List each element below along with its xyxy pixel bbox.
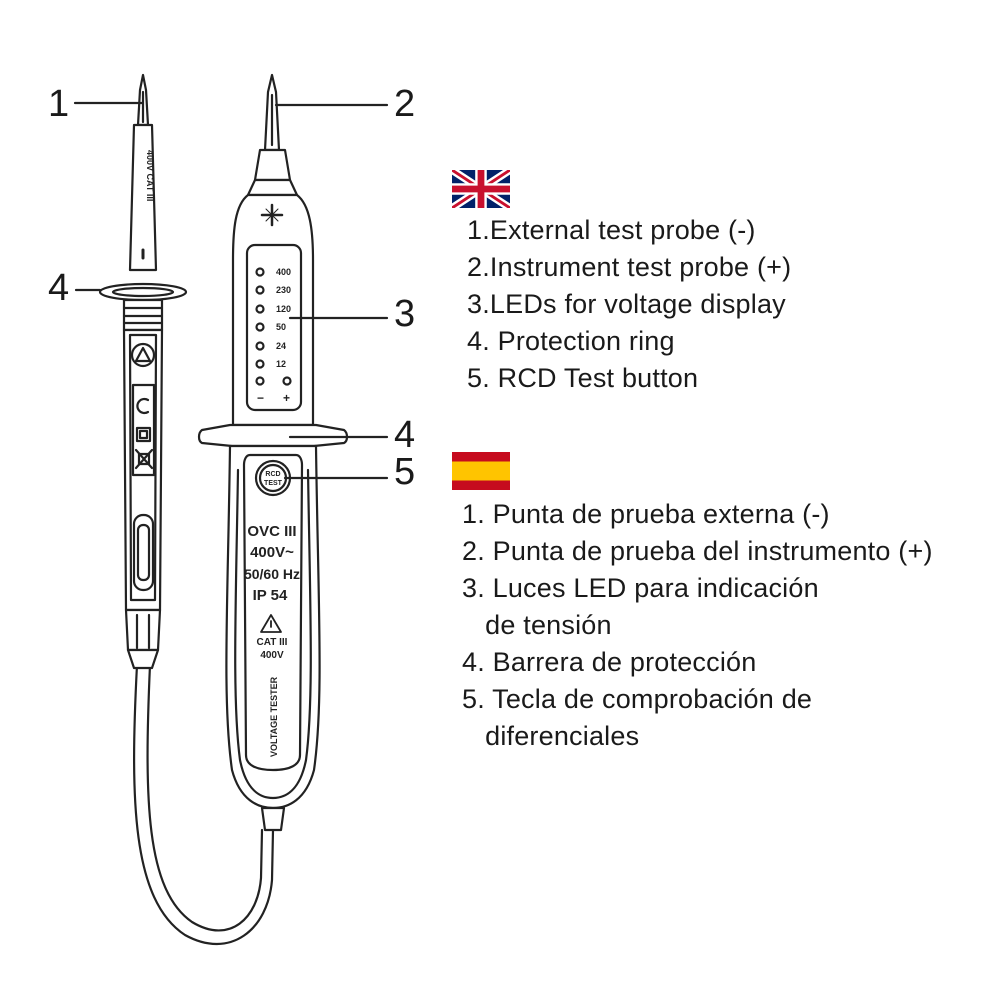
- connecting-cable: [133, 663, 275, 946]
- legend-en-item: 5. RCD Test button: [467, 363, 699, 393]
- svg-text:OVC III: OVC III: [247, 523, 296, 540]
- legend-es-item: de tensión: [462, 610, 612, 640]
- instrument-ratings: OVC III 400V~ 50/60 Hz IP 54 CAT III 400…: [244, 523, 300, 661]
- legend-es-item: diferenciales: [462, 721, 640, 751]
- spain-flag-icon: [452, 452, 510, 490]
- legend-en-item: 1.External test probe (-): [467, 215, 756, 245]
- instrument-protection-ring: [197, 423, 349, 448]
- legend-es-item: 3. Luces LED para indicación: [462, 573, 819, 603]
- led-indicators: [255, 267, 292, 386]
- polarity-plus-label: +: [283, 391, 290, 405]
- polarity-minus-label: −: [257, 391, 264, 405]
- callout-1: 1: [48, 83, 69, 125]
- svg-text:50/60 Hz: 50/60 Hz: [244, 566, 300, 582]
- callout-5: 5: [394, 451, 415, 493]
- svg-text:12: 12: [276, 359, 286, 369]
- led-display-window: [245, 243, 303, 412]
- callout-3: 3: [394, 293, 415, 335]
- led-voltage-labels: 400 230 120 50 24 12 − +: [257, 267, 291, 405]
- uk-flag-icon: [452, 170, 510, 208]
- svg-text:IP 54: IP 54: [253, 587, 288, 604]
- svg-text:50: 50: [276, 322, 286, 332]
- legend-es-item: 4. Barrera de protección: [462, 647, 757, 677]
- callout-4-left: 4: [48, 267, 69, 309]
- test-button-label: TEST: [264, 480, 283, 487]
- svg-text:24: 24: [276, 341, 286, 351]
- svg-text:400V: 400V: [260, 650, 284, 661]
- legend-en-item: 4. Protection ring: [467, 326, 675, 356]
- legend-spanish: 1. Punta de prueba externa (-) 2. Punta …: [462, 496, 933, 755]
- svg-text:CAT III: CAT III: [257, 637, 288, 648]
- legend-es-item: 2. Punta de prueba del instrumento (+): [462, 536, 933, 566]
- rcd-button-label: RCD: [265, 471, 280, 478]
- svg-text:400: 400: [276, 267, 291, 277]
- callout-4-right: 4: [394, 414, 415, 456]
- legend-en-item: 2.Instrument test probe (+): [467, 252, 792, 282]
- svg-text:120: 120: [276, 304, 291, 314]
- callout-2: 2: [394, 83, 415, 125]
- instrument-body: [197, 73, 349, 832]
- svg-text:400V~: 400V~: [250, 544, 294, 561]
- legend-english: 1.External test probe (-) 2.Instrument t…: [467, 212, 791, 397]
- svg-text:230: 230: [276, 285, 291, 295]
- legend-es-item: 1. Punta de prueba externa (-): [462, 499, 830, 529]
- voltage-tester-side-label: VOLTAGE TESTER: [269, 676, 279, 757]
- external-test-probe: [98, 73, 188, 670]
- legend-es-item: 5. Tecla de comprobación de: [462, 684, 813, 714]
- legend-en-item: 3.LEDs for voltage display: [467, 289, 786, 319]
- probe-rating-text: 400V CAT III: [145, 150, 155, 201]
